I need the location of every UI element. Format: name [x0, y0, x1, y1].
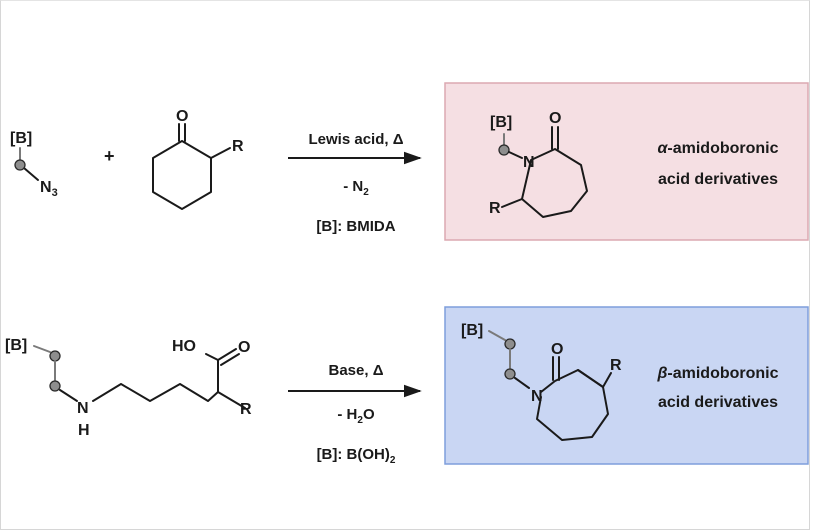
product-beta-carbon-dot-1: [504, 338, 516, 350]
reaction-1-arrow: Lewis acid, Δ - N2 [B]: BMIDA: [288, 131, 422, 235]
product-beta-nitrogen: N: [531, 388, 543, 405]
product-box-alpha-background: [444, 82, 809, 241]
condition-catalyst: Lewis acid, Δ: [309, 131, 404, 148]
reagent2-carbon-dot-1: [49, 350, 61, 362]
ketone-oxygen: O: [176, 108, 188, 125]
reaction-2-arrow: Base, Δ - H2O [B]: B(OH)2: [288, 362, 422, 466]
product-alpha-description-line1: α-amidoboronic: [657, 140, 778, 157]
product-alpha-carbon-dot: [498, 144, 510, 156]
product-box-beta-background: [444, 306, 809, 465]
ketone-substituent: R: [232, 138, 244, 155]
amine-hydrogen: H: [78, 422, 90, 439]
condition-byproduct: - N2: [343, 178, 369, 198]
reagent-amino-acid: [B] N H R HO O: [5, 337, 252, 439]
product-beta-boron: [B]: [461, 322, 483, 339]
product-box-alpha: N O [B] R α-amidoboronic acid derivative…: [444, 82, 809, 241]
product-beta-description-line2: acid derivatives: [658, 394, 778, 411]
reagent-cyclohexanone: O R: [152, 108, 244, 210]
condition-boron-group: [B]: BMIDA: [316, 218, 395, 235]
product-alpha-nitrogen: N: [523, 154, 535, 171]
condition-base: Base, Δ: [329, 362, 384, 379]
plus-sign: +: [104, 146, 115, 166]
reagent2-substituent: R: [240, 401, 252, 418]
reaction-1: [B] N3 + O R Lewis acid, Δ - N2 [B]: BMI…: [10, 82, 809, 241]
reagent2-boron-label: [B]: [5, 337, 27, 354]
product-alpha-description-line2: acid derivatives: [658, 171, 778, 188]
product-box-beta: [B] N O R β-amidoboronic acid derivative…: [444, 306, 809, 465]
alpha-carbon-dot: [14, 159, 26, 171]
reagent-boron-azide: [B] N3: [10, 130, 58, 199]
reaction-2: [B] N H R HO O Base, Δ - H2O [B]: B(OH)2: [5, 306, 809, 466]
amine-nitrogen: N: [77, 400, 89, 417]
product-alpha-oxygen: O: [549, 110, 561, 127]
carboxylic-oxygen: O: [238, 339, 250, 356]
product-beta-substituent: R: [610, 357, 622, 374]
condition-boronic-acid: [B]: B(OH)2: [317, 446, 396, 466]
product-beta-carbon-dot-2: [504, 368, 516, 380]
product-alpha-substituent: R: [489, 200, 501, 217]
boron-label: [B]: [10, 130, 32, 147]
product-beta-description-line1: β-amidoboronic: [656, 365, 778, 382]
reagent2-carbon-dot-2: [49, 380, 61, 392]
product-beta-oxygen: O: [551, 341, 563, 358]
carboxylic-hydroxyl: HO: [172, 338, 196, 355]
condition-water: - H2O: [337, 406, 375, 426]
product-alpha-boron: [B]: [490, 114, 512, 131]
azide-label: N3: [40, 179, 58, 199]
